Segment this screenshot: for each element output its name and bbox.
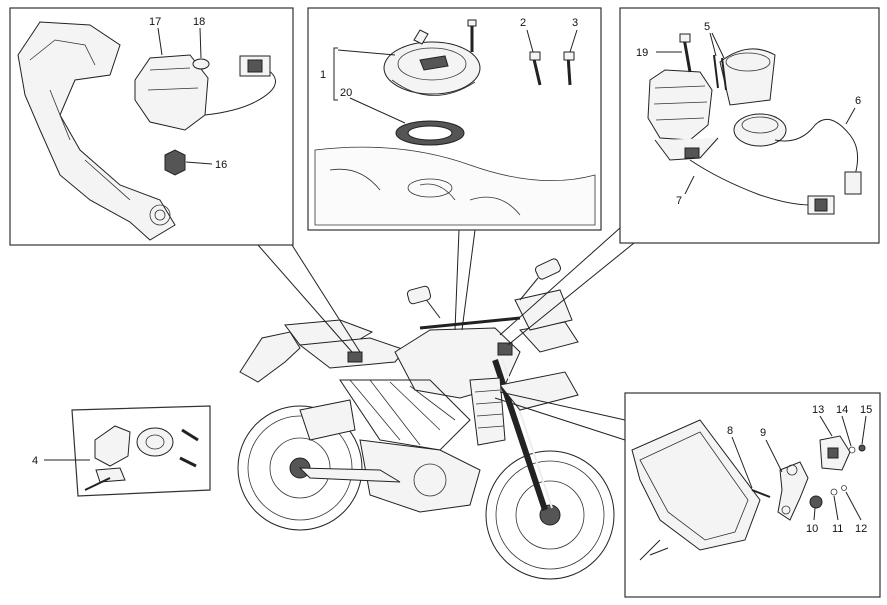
callout-9: 9	[760, 427, 766, 439]
callout-10: 10	[806, 523, 818, 535]
callout-4: 4	[32, 455, 38, 467]
callout-12: 12	[855, 523, 867, 535]
panel-ignition-switch: 19 5 6 7	[619, 7, 880, 244]
callout-15: 15	[860, 404, 872, 416]
callout-3: 3	[572, 17, 578, 29]
leader-lines	[257, 227, 635, 441]
callout-6: 6	[855, 95, 861, 107]
callout-1: 1	[320, 69, 326, 81]
callout-17: 17	[149, 16, 161, 28]
callout-13: 13	[812, 404, 824, 416]
callout-18: 18	[193, 16, 205, 28]
callout-20: 20	[340, 87, 352, 99]
callout-16: 16	[215, 159, 227, 171]
callout-5: 5	[704, 21, 710, 33]
callout-2: 2	[520, 17, 526, 29]
callout-14: 14	[836, 404, 848, 416]
callout-19: 19	[636, 47, 648, 59]
callout-7: 7	[676, 195, 682, 207]
motorcycle-illustration	[237, 258, 615, 580]
panel-sensor-bracket: 8 9 10 11 12 13 14 15	[624, 392, 881, 598]
callout-8: 8	[727, 425, 733, 437]
panel-key-set: 4	[32, 405, 211, 497]
callout-11: 11	[832, 523, 843, 535]
panel-ignition-bracket: 17 18 16	[9, 7, 294, 246]
panel-fuel-cap: 1 20 2 3	[307, 7, 602, 231]
